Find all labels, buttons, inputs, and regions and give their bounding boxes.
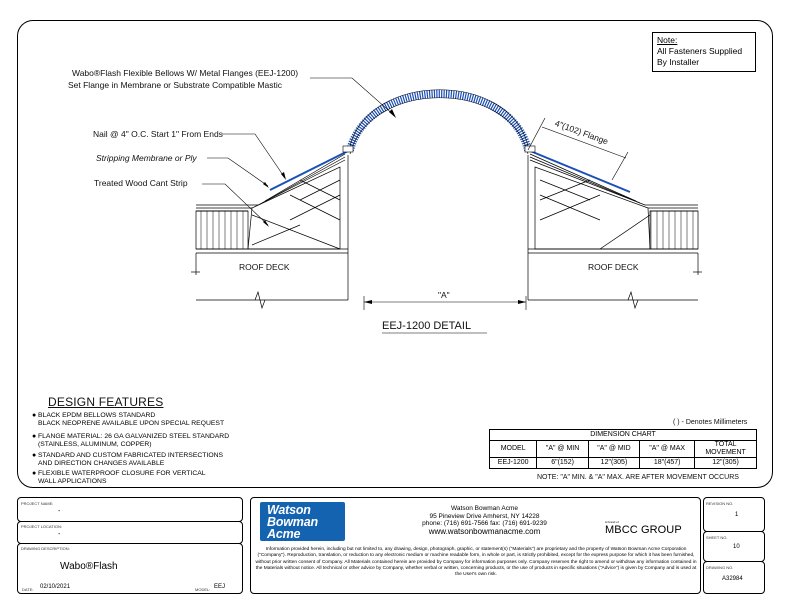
label-roof-deck-right: ROOF DECK bbox=[588, 262, 639, 272]
date-value: 02/10/2021 bbox=[40, 584, 71, 590]
header-a-max: "A" @ MAX bbox=[639, 440, 696, 458]
left-roof-assembly bbox=[191, 153, 349, 310]
right-wood-blocking bbox=[649, 210, 699, 250]
feature-2-line-1: FLANGE MATERIAL: 26 GA GALVANIZED STEEL … bbox=[38, 433, 230, 440]
company-street: 95 Pineview Drive Amherst, NY 14228 bbox=[429, 512, 540, 520]
note-title: Note: bbox=[657, 35, 678, 45]
sheet-value: 10 bbox=[733, 544, 740, 550]
company-name: Watson Bowman Acme bbox=[451, 505, 518, 512]
header-a-min: "A" @ MIN bbox=[536, 440, 589, 458]
detail-title: EEJ-1200 DETAIL bbox=[382, 320, 472, 332]
drawing-number-value: A32984 bbox=[722, 576, 743, 582]
note-line-2: By Installer bbox=[657, 57, 700, 67]
arrowheads bbox=[263, 109, 526, 304]
cell-a-mid: 12"(305) bbox=[587, 457, 641, 469]
drawing-number-box: DRAWING NO. A32984 bbox=[703, 561, 765, 594]
feature-3-line-2: AND DIRECTION CHANGES AVAILABLE bbox=[38, 460, 165, 468]
dimension-chart-title: DIMENSION CHART bbox=[489, 429, 757, 441]
left-insulation bbox=[247, 166, 341, 250]
cell-model: EEJ-1200 bbox=[488, 457, 538, 469]
revision-box: REVISION NO. 1 bbox=[703, 497, 765, 532]
project-name-box: PROJECT NAME: - bbox=[17, 497, 243, 522]
design-features-title: DESIGN FEATURES bbox=[48, 395, 164, 409]
logo-line-3: Acme bbox=[267, 527, 301, 541]
right-roof-assembly bbox=[527, 153, 702, 310]
callout-bellows-line-2: Set Flange in Membrane or Substrate Comp… bbox=[68, 80, 283, 90]
mbcc-group-logo: MBCC GROUP bbox=[605, 524, 682, 536]
project-location-box: PROJECT LOCATION: - bbox=[17, 521, 243, 544]
callout-cant-strip: Treated Wood Cant Strip bbox=[94, 178, 188, 188]
sheet-label: SHEET NO. bbox=[706, 535, 728, 540]
feature-item-3: ●STANDARD AND CUSTOM FABRICATED INTERSEC… bbox=[32, 452, 224, 468]
revision-value: 1 bbox=[735, 512, 739, 518]
company-website[interactable]: www.watsonbowmanacme.com bbox=[428, 526, 541, 536]
bellows bbox=[269, 89, 631, 193]
cell-a-max: 18"(457) bbox=[639, 457, 696, 469]
company-phone: phone: (716) 691-7566 fax: (716) 691-923… bbox=[422, 520, 547, 528]
watson-bowman-acme-logo: Watson Bowman Acme bbox=[260, 502, 345, 541]
left-wood-blocking bbox=[195, 210, 249, 250]
header-model: MODEL bbox=[488, 440, 538, 458]
drawing-frame bbox=[17, 20, 773, 488]
date-label: DATE: bbox=[22, 587, 34, 592]
leader-lines bbox=[202, 77, 629, 334]
group-brand-caption: A brand of bbox=[605, 520, 619, 524]
sheet-box: SHEET NO. 10 bbox=[703, 531, 765, 562]
header-total: TOTAL bbox=[714, 441, 737, 448]
drawing-description-value: Wabo®Flash bbox=[60, 561, 118, 572]
project-name-value: - bbox=[58, 508, 61, 515]
legal-disclaimer: Information provided herein, including b… bbox=[255, 547, 697, 578]
feature-4-line-1: FLEXIBLE WATERPROOF CLOSURE FOR VERTICAL bbox=[38, 470, 206, 477]
feature-item-4: ●FLEXIBLE WATERPROOF CLOSURE FOR VERTICA… bbox=[32, 470, 206, 486]
millimeter-note: ( ) - Denotes Millimeters bbox=[673, 419, 748, 426]
drawing-number-label: DRAWING NO. bbox=[706, 565, 734, 570]
drawing-description-label: DRAWING DESCRIPTION: bbox=[21, 546, 70, 551]
model-label: MODEL: bbox=[195, 587, 211, 592]
feature-1-line-2: BLACK NEOPRENE AVAILABLE UPON SPECIAL RE… bbox=[38, 420, 225, 428]
dimension-chart: DIMENSION CHART MODEL "A" @ MIN "A" @ MI… bbox=[488, 429, 757, 469]
feature-1-line-1: BLACK EPDM BELLOWS STANDARD bbox=[38, 412, 156, 419]
dimension-chart-footnote: NOTE: "A" MIN. & "A" MAX. ARE AFTER MOVE… bbox=[537, 474, 739, 481]
label-dimension-a: "A" bbox=[438, 290, 450, 300]
company-address: Watson Bowman Acme 95 Pineview Drive Amh… bbox=[382, 505, 587, 535]
header-a-mid: "A" @ MID bbox=[587, 440, 641, 458]
project-location-label: PROJECT LOCATION: bbox=[21, 524, 62, 529]
project-location-value: - bbox=[58, 531, 61, 538]
project-name-label: PROJECT NAME: bbox=[21, 501, 54, 506]
cell-a-min: 6"(152) bbox=[536, 457, 589, 469]
feature-2-line-2: (STAINLESS, ALUMINUM, COPPER) bbox=[38, 441, 152, 449]
callout-bellows-line-1: Wabo®Flash Flexible Bellows W/ Metal Fla… bbox=[72, 68, 299, 78]
logo-line-1: Watson bbox=[267, 503, 311, 517]
label-roof-deck-left: ROOF DECK bbox=[239, 262, 290, 272]
drawing-description-box: DRAWING DESCRIPTION: Wabo®Flash DATE: 02… bbox=[17, 543, 243, 594]
callout-nail: Nail @ 4" O.C. Start 1" From Ends bbox=[93, 129, 223, 139]
installer-note: Note: All Fasteners Supplied By Installe… bbox=[652, 32, 756, 72]
feature-item-2: ●FLANGE MATERIAL: 26 GA GALVANIZED STEEL… bbox=[32, 433, 230, 449]
model-value: EEJ bbox=[214, 584, 226, 590]
revision-label: REVISION NO. bbox=[706, 501, 734, 506]
header-movement: MOVEMENT bbox=[705, 449, 746, 456]
logo-line-2: Bowman bbox=[267, 515, 318, 529]
feature-4-line-2: WALL APPLICATIONS bbox=[38, 478, 107, 486]
feature-3-line-1: STANDARD AND CUSTOM FABRICATED INTERSECT… bbox=[38, 452, 224, 459]
callout-stripping: Stripping Membrane or Ply bbox=[96, 153, 197, 163]
cell-total-movement: 12"(305) bbox=[694, 457, 757, 469]
note-line-1: All Fasteners Supplied bbox=[657, 46, 743, 56]
company-box bbox=[250, 497, 701, 594]
right-insulation bbox=[534, 166, 651, 250]
